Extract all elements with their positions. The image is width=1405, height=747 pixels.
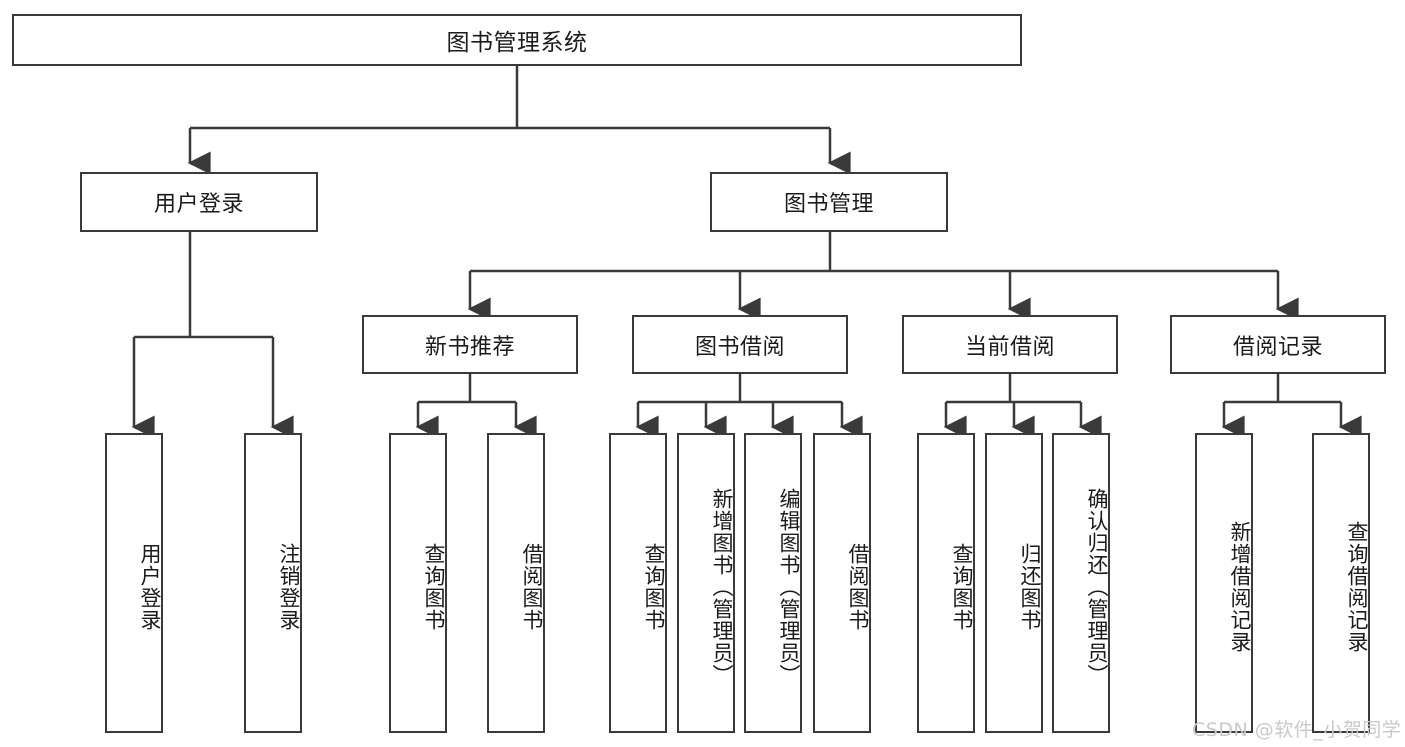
node-label: 图书借阅 bbox=[694, 334, 785, 360]
node-label: 查询图书 bbox=[422, 543, 446, 631]
leaf-record-add-record[interactable]: 新增借阅记录 bbox=[1195, 433, 1253, 733]
node-label: 归还图书 bbox=[1018, 543, 1042, 631]
node-book-borrow[interactable]: 图书借阅 bbox=[632, 315, 848, 374]
leaf-borrow-borrow-book[interactable]: 借阅图书 bbox=[813, 433, 871, 733]
node-label: 当前借阅 bbox=[964, 334, 1055, 360]
node-label: 查询图书 bbox=[642, 543, 666, 631]
node-label: 查询借阅记录 bbox=[1345, 521, 1369, 653]
node-label: 注销登录 bbox=[277, 543, 301, 631]
leaf-current-return-book[interactable]: 归还图书 bbox=[985, 433, 1043, 733]
node-label: 借阅图书 bbox=[846, 543, 870, 631]
leaf-borrow-query-book[interactable]: 查询图书 bbox=[609, 433, 667, 733]
node-label: 编辑图书（管理员） bbox=[777, 488, 801, 686]
leaf-recommend-query-book[interactable]: 查询图书 bbox=[389, 433, 447, 733]
node-label: 新增借阅记录 bbox=[1228, 521, 1252, 653]
leaf-user-login-signout[interactable]: 注销登录 bbox=[244, 433, 302, 733]
node-label: 确认归还（管理员） bbox=[1085, 488, 1109, 686]
node-root-system[interactable]: 图书管理系统 bbox=[12, 14, 1022, 66]
leaf-current-confirm-return-admin[interactable]: 确认归还（管理员） bbox=[1052, 433, 1110, 733]
node-user-login[interactable]: 用户登录 bbox=[80, 172, 318, 232]
node-new-book-recommend[interactable]: 新书推荐 bbox=[362, 315, 578, 374]
node-borrow-record[interactable]: 借阅记录 bbox=[1170, 315, 1386, 374]
leaf-user-login-signin[interactable]: 用户登录 bbox=[105, 433, 163, 733]
node-label: 图书管理系统 bbox=[446, 30, 588, 56]
leaf-current-query-book[interactable]: 查询图书 bbox=[917, 433, 975, 733]
leaf-record-query-record[interactable]: 查询借阅记录 bbox=[1312, 433, 1370, 733]
node-book-management[interactable]: 图书管理 bbox=[710, 172, 948, 232]
leaf-recommend-borrow-book[interactable]: 借阅图书 bbox=[487, 433, 545, 733]
csdn-watermark: CSDN @软件_小贺同学 bbox=[1192, 719, 1402, 741]
node-label: 借阅记录 bbox=[1232, 334, 1323, 360]
node-label: 借阅图书 bbox=[520, 543, 544, 631]
node-label: 新书推荐 bbox=[424, 334, 515, 360]
node-label: 用户登录 bbox=[138, 543, 162, 631]
leaf-borrow-add-book-admin[interactable]: 新增图书（管理员） bbox=[677, 433, 735, 733]
leaf-borrow-edit-book-admin[interactable]: 编辑图书（管理员） bbox=[744, 433, 802, 733]
node-label: 用户登录 bbox=[153, 192, 244, 217]
node-label: 新增图书（管理员） bbox=[710, 488, 734, 686]
node-label: 图书管理 bbox=[783, 192, 874, 217]
node-label: 查询图书 bbox=[950, 543, 974, 631]
node-current-borrow[interactable]: 当前借阅 bbox=[902, 315, 1118, 374]
